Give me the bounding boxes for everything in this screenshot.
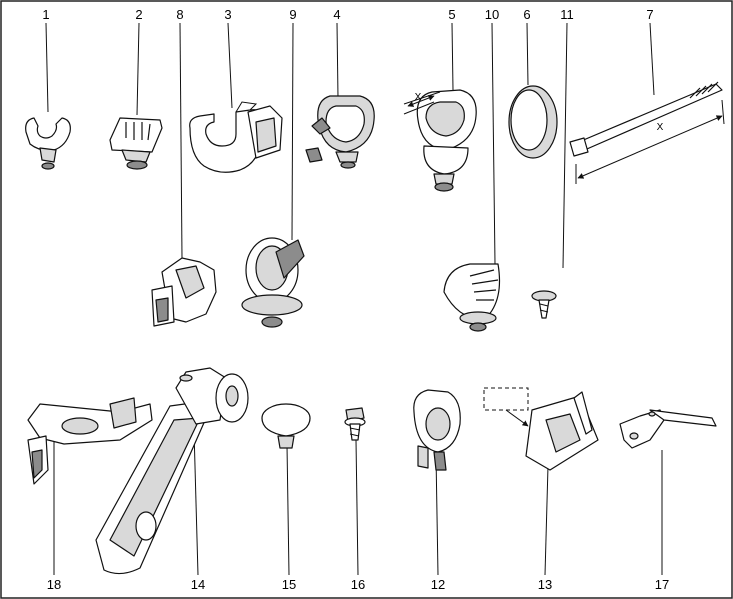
leader-5 [451,22,454,91]
part-2-comb-clip [109,117,163,170]
leader-13 [544,465,549,576]
part-14-conduit [95,367,249,575]
leader-4 [336,22,339,99]
label-4: 4 [333,7,340,22]
part-1-clip [25,117,71,170]
part-16-bolt [344,407,366,441]
label-6: 6 [523,7,530,22]
part-12-clip [413,389,461,471]
label-15: 15 [282,577,296,592]
label-10: 10 [485,7,499,22]
leader-1 [45,22,49,113]
part-11-screw [531,290,557,319]
part-18-bracket [27,397,153,485]
dimension-x-part-5: X [415,92,422,103]
part-4-strap-clip [305,95,375,169]
leader-2 [136,22,140,116]
part-9-round-clip [241,237,305,328]
leader-9 [291,22,294,241]
part-5-dimension-clip [403,89,477,192]
leader-8 [179,22,183,259]
leader-7 [649,22,655,96]
label-17: 17 [655,577,669,592]
leader-15 [286,444,290,576]
leader-3 [227,22,233,109]
part-17-formed-bracket [619,409,717,449]
leader-11 [562,22,568,269]
label-14: 14 [191,577,205,592]
label-9: 9 [289,7,296,22]
leader-16 [355,439,359,576]
label-12: 12 [431,577,445,592]
label-5: 5 [448,7,455,22]
label-7: 7 [646,7,653,22]
leader-6 [526,22,529,86]
leader-14 [193,429,199,576]
leader-10 [491,22,496,265]
part-3-double-clip [189,101,283,173]
dimension-x-part-7: X [657,122,664,133]
label-1: 1 [42,7,49,22]
part-6-grommet [508,85,558,159]
label-8: 8 [176,7,183,22]
part-7-cable-tie [569,81,725,184]
label-18: 18 [47,577,61,592]
label-13: 13 [538,577,552,592]
label-3: 3 [224,7,231,22]
part-10-fan-clip [443,263,501,332]
label-2: 2 [135,7,142,22]
part-8-bracket-clip [151,257,217,327]
part-15-push-cap [261,403,311,449]
label-11: 11 [560,7,574,22]
label-16: 16 [351,577,365,592]
part-13-retaining-clip [483,387,599,471]
leader-12 [435,454,439,576]
